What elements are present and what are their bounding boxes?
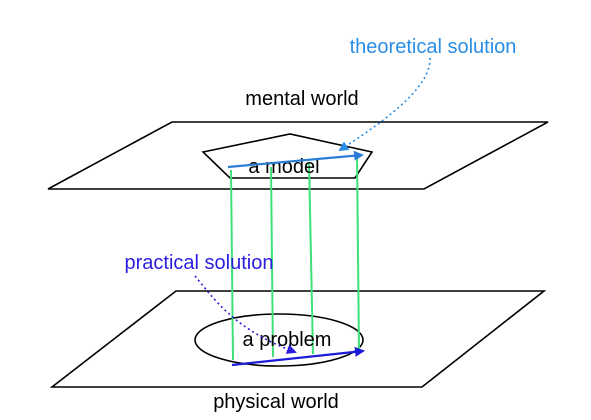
mental-world-label: mental world: [245, 88, 358, 110]
problem-label: a problem: [243, 329, 332, 351]
model-pentagon: [201, 133, 374, 179]
connector-line-1: [230, 169, 234, 361]
physical-world-label: physical world: [213, 391, 339, 413]
connector-line-2: [270, 166, 274, 358]
practical-solution-label: practical solution: [125, 252, 274, 274]
connector-line-3: [308, 161, 314, 355]
theoretical-solution-arrow: [227, 150, 364, 169]
problem-ellipse: [194, 313, 364, 367]
connector-line-4: [356, 154, 360, 353]
model-label: a model: [248, 156, 319, 178]
practical-solution-arrow: [231, 346, 365, 367]
theoretical-solution-label: theoretical solution: [350, 36, 517, 58]
practical-leader-dotted: [194, 275, 297, 354]
